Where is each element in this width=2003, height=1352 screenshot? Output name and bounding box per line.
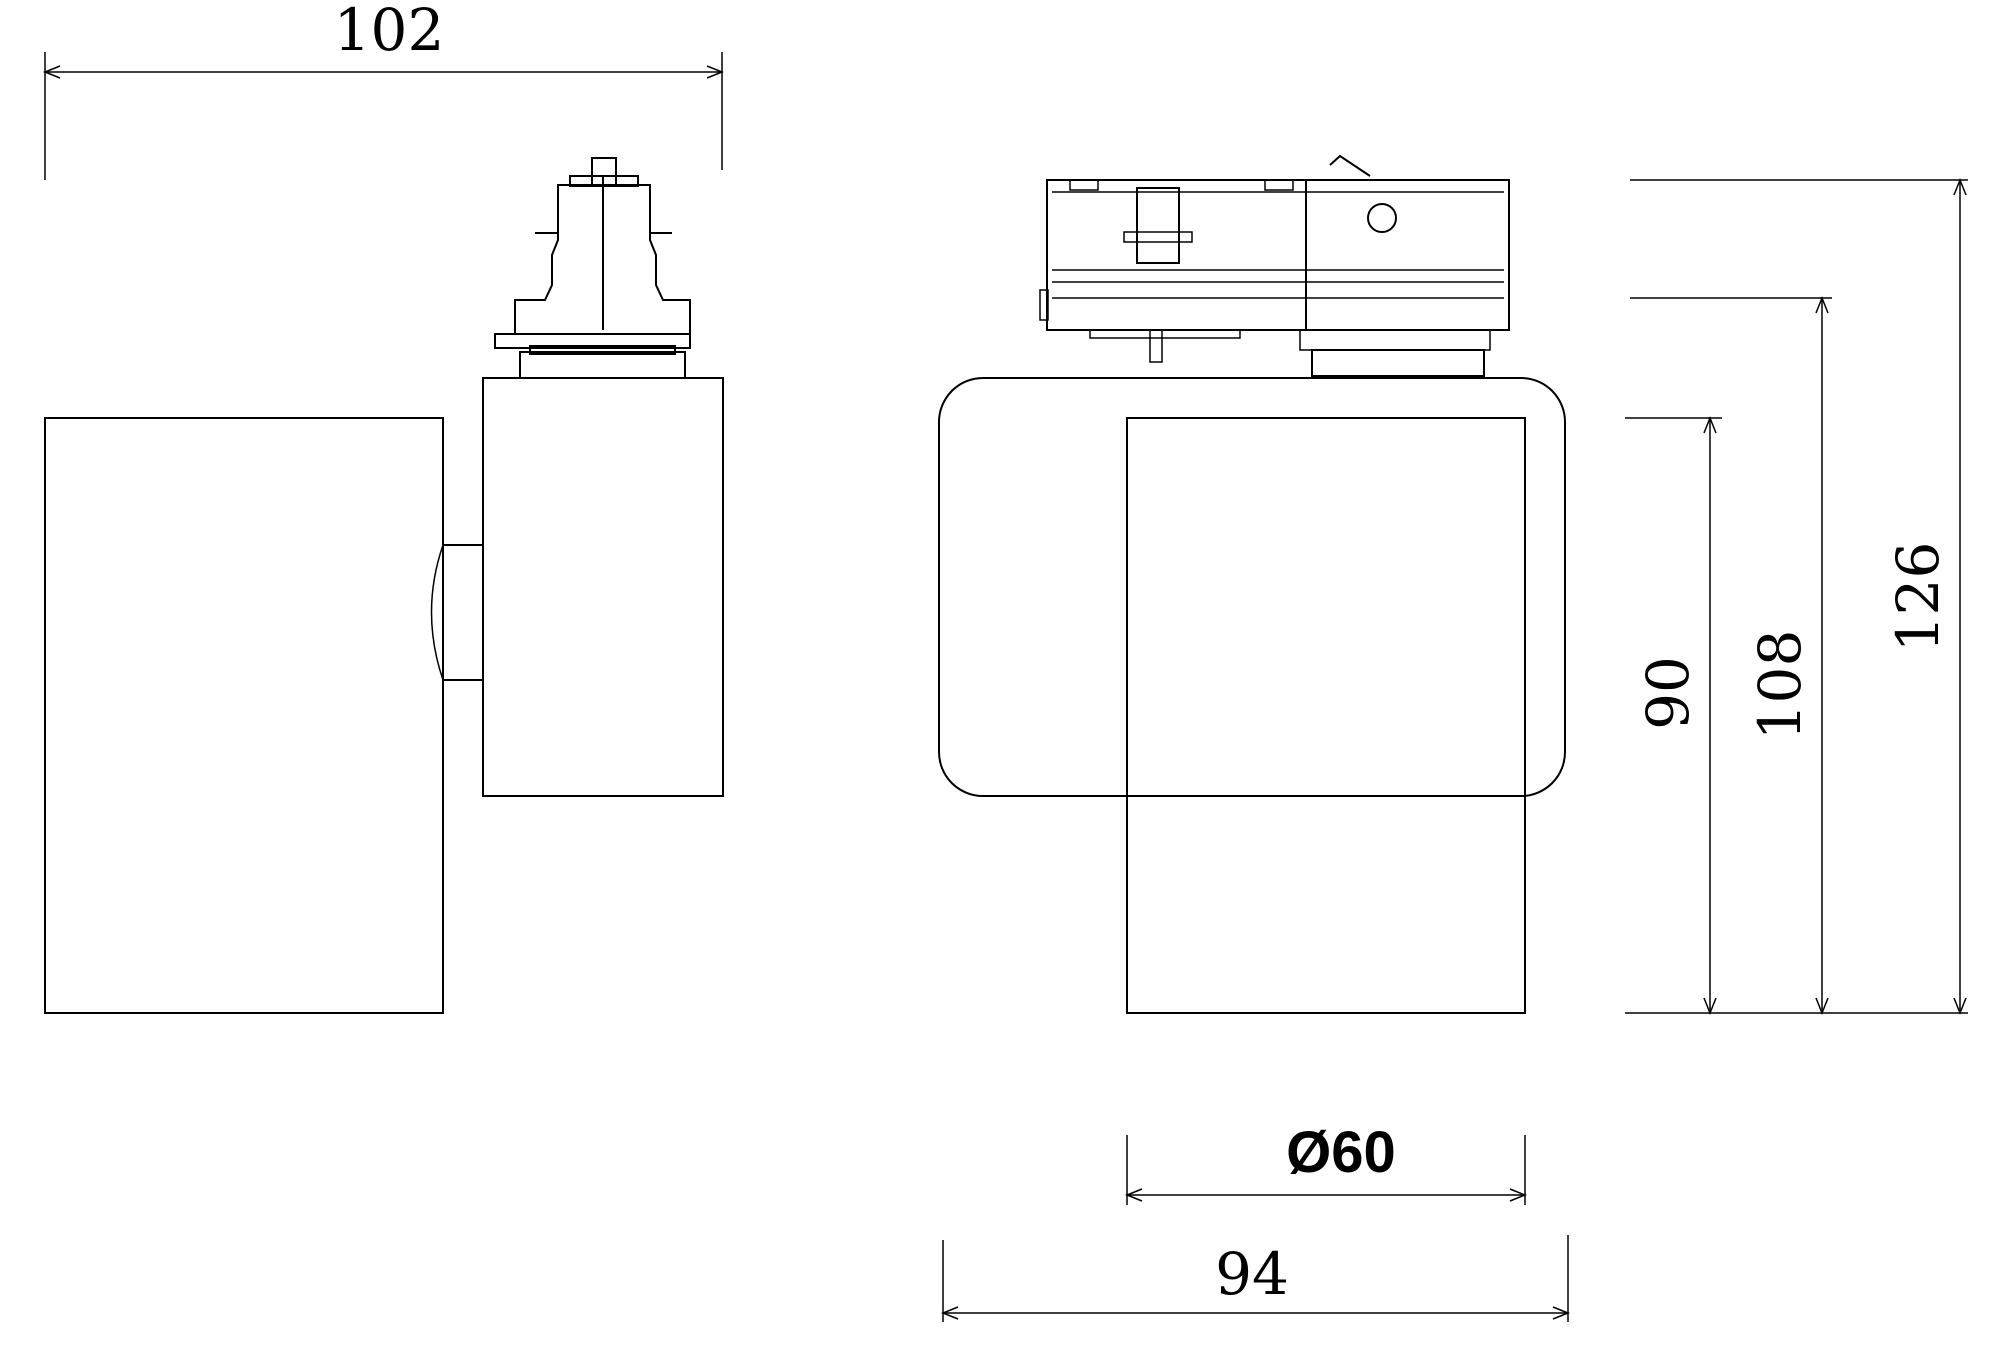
side-knuckle-curve <box>430 544 444 681</box>
side-collar-mid <box>529 345 676 355</box>
side-knuckle <box>443 544 484 681</box>
side-view <box>44 157 724 1014</box>
side-arm-block <box>482 377 724 797</box>
dimension-label-102: 102 <box>334 0 445 64</box>
dimension-label-diameter: Ø60 <box>1286 1120 1396 1185</box>
dimension-diameter-60: Ø60 <box>1124 1120 1528 1205</box>
front-arm <box>938 377 1566 797</box>
side-collar-lower <box>519 351 686 379</box>
dimension-label-108: 108 <box>1746 630 1814 741</box>
dimension-label-90: 90 <box>1634 656 1702 730</box>
side-lamp-body <box>44 417 444 1014</box>
front-lamp-body <box>1126 417 1526 1014</box>
dimension-108: 108 <box>1630 295 1832 1016</box>
side-adapter-housing <box>514 184 691 335</box>
dimension-94: 94 <box>940 1235 1571 1322</box>
front-adapter-lever <box>1329 154 1371 177</box>
front-adapter-body <box>1046 179 1510 331</box>
front-adapter-pin <box>1149 329 1163 363</box>
front-view <box>938 154 1566 1014</box>
dimension-102: 102 <box>42 0 725 180</box>
dimension-90: 90 <box>1625 415 1722 1016</box>
front-adapter-hole <box>1367 203 1397 233</box>
front-adapter-clip <box>1136 187 1180 264</box>
dimension-label-94: 94 <box>1215 1240 1289 1308</box>
front-collar <box>1311 349 1485 377</box>
dimension-126: 126 <box>1630 177 1968 1016</box>
side-adapter-cap <box>569 175 639 187</box>
dimension-label-126: 126 <box>1884 542 1952 653</box>
